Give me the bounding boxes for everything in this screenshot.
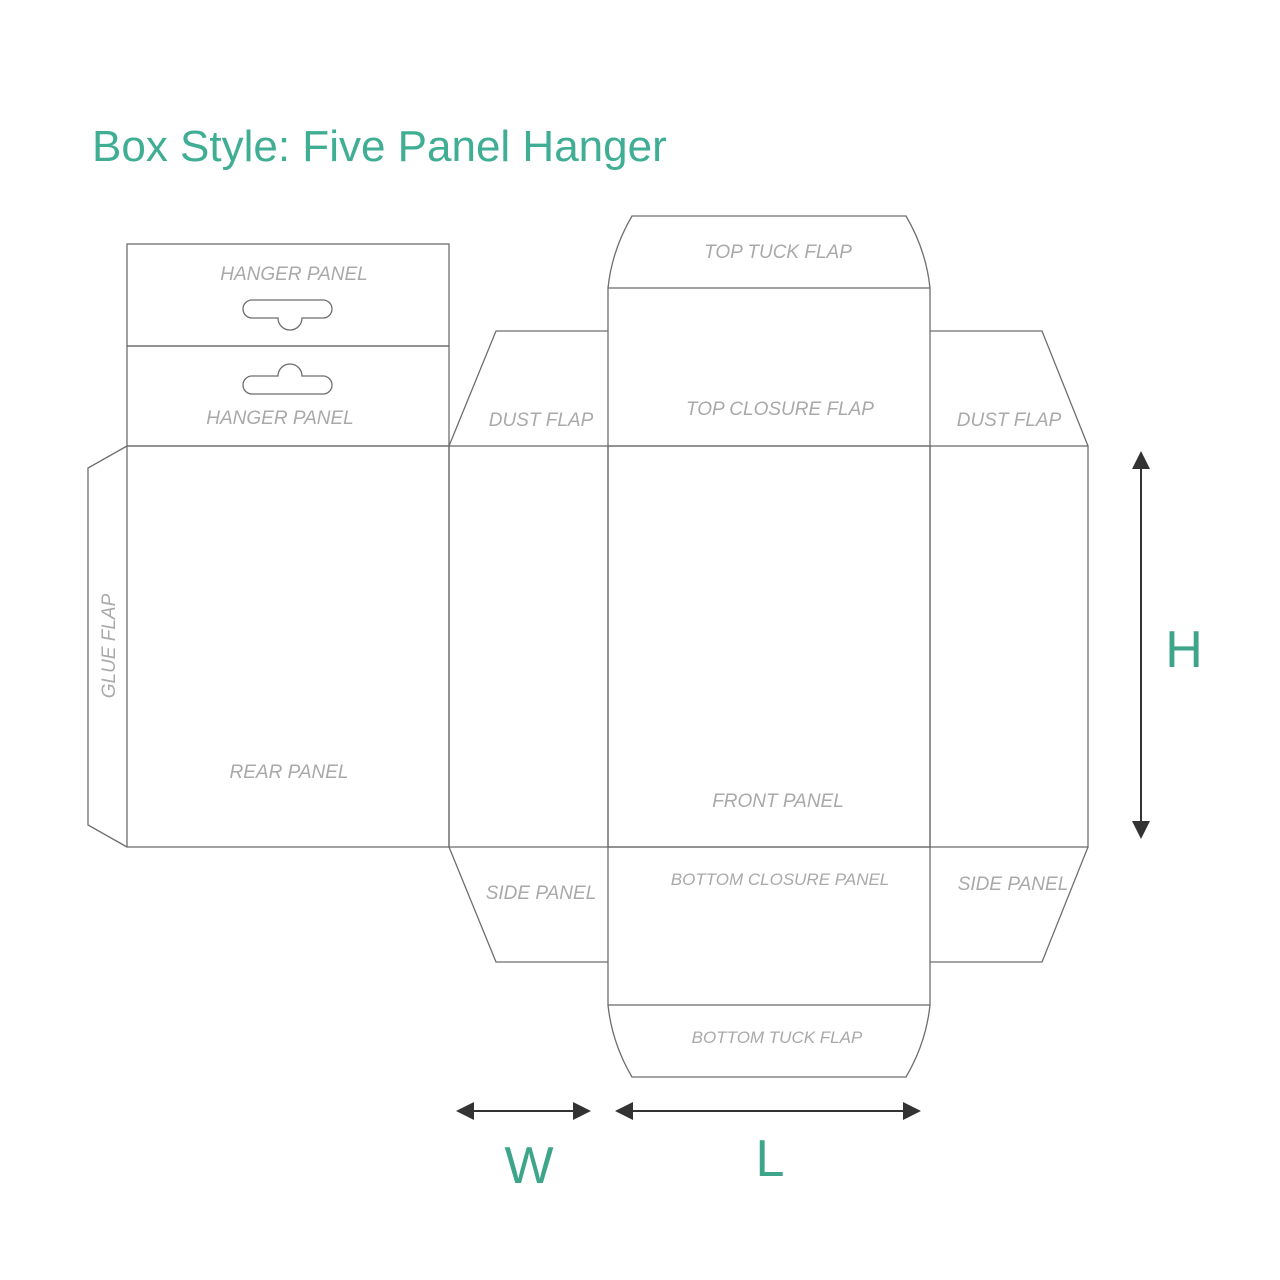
hang-hole-icon <box>242 299 333 331</box>
dust-flap-right-label: DUST FLAP <box>957 410 1062 431</box>
side-panel-left-label: SIDE PANEL <box>486 883 597 904</box>
front-panel-label: FRONT PANEL <box>712 791 844 812</box>
rear-panel-label: REAR PANEL <box>230 762 349 783</box>
arrow-left-icon <box>615 1102 633 1120</box>
width-label: W <box>504 1137 553 1195</box>
length-label: L <box>756 1130 785 1188</box>
bottom-closure-panel-label: BOTTOM CLOSURE PANEL <box>671 870 890 889</box>
side-panel-left-column <box>448 445 609 848</box>
glue-flap: GLUE FLAP <box>87 445 128 848</box>
hanger-panel-top: HANGER PANEL <box>126 243 450 347</box>
front-panel: FRONT PANEL <box>607 445 931 848</box>
hanger-panel-top-label: HANGER PANEL <box>220 264 367 285</box>
side-panel-left: SIDE PANEL <box>448 846 608 963</box>
side-panel-right: SIDE PANEL <box>930 846 1089 963</box>
dust-flap-right: DUST FLAP <box>930 330 1089 447</box>
arrow-up-icon <box>1132 451 1150 469</box>
bottom-tuck-flap-label: BOTTOM TUCK FLAP <box>692 1028 863 1047</box>
arrow-down-icon <box>1132 821 1150 839</box>
glue-flap-label: GLUE FLAP <box>99 593 120 698</box>
side-panel-right-label: SIDE PANEL <box>958 874 1069 895</box>
hanger-panel-bottom: HANGER PANEL <box>126 345 450 447</box>
arrow-right-icon <box>573 1102 591 1120</box>
top-tuck-flap: TOP TUCK FLAP <box>607 215 931 289</box>
hang-hole-icon <box>242 363 333 395</box>
width-dimension-arrow: W <box>456 1102 591 1195</box>
bottom-tuck-flap: BOTTOM TUCK FLAP <box>607 1004 931 1078</box>
arrow-left-icon <box>456 1102 474 1120</box>
height-label: H <box>1165 621 1203 679</box>
diagram-title: Box Style: Five Panel Hanger <box>92 122 667 171</box>
length-dimension-arrow: L <box>615 1102 921 1188</box>
dust-flap-left-label: DUST FLAP <box>489 410 594 431</box>
top-closure-flap-label: TOP CLOSURE FLAP <box>686 399 874 420</box>
top-closure-flap: TOP CLOSURE FLAP <box>607 287 931 447</box>
bottom-closure-panel: BOTTOM CLOSURE PANEL <box>607 846 931 1006</box>
hanger-panel-bottom-label: HANGER PANEL <box>206 408 353 429</box>
side-panel-right-column <box>929 445 1089 848</box>
top-tuck-flap-label: TOP TUCK FLAP <box>704 242 852 263</box>
dust-flap-left: DUST FLAP <box>448 330 608 447</box>
rear-panel: REAR PANEL <box>126 445 450 848</box>
height-dimension-arrow: H <box>1132 451 1203 839</box>
arrow-right-icon <box>903 1102 921 1120</box>
